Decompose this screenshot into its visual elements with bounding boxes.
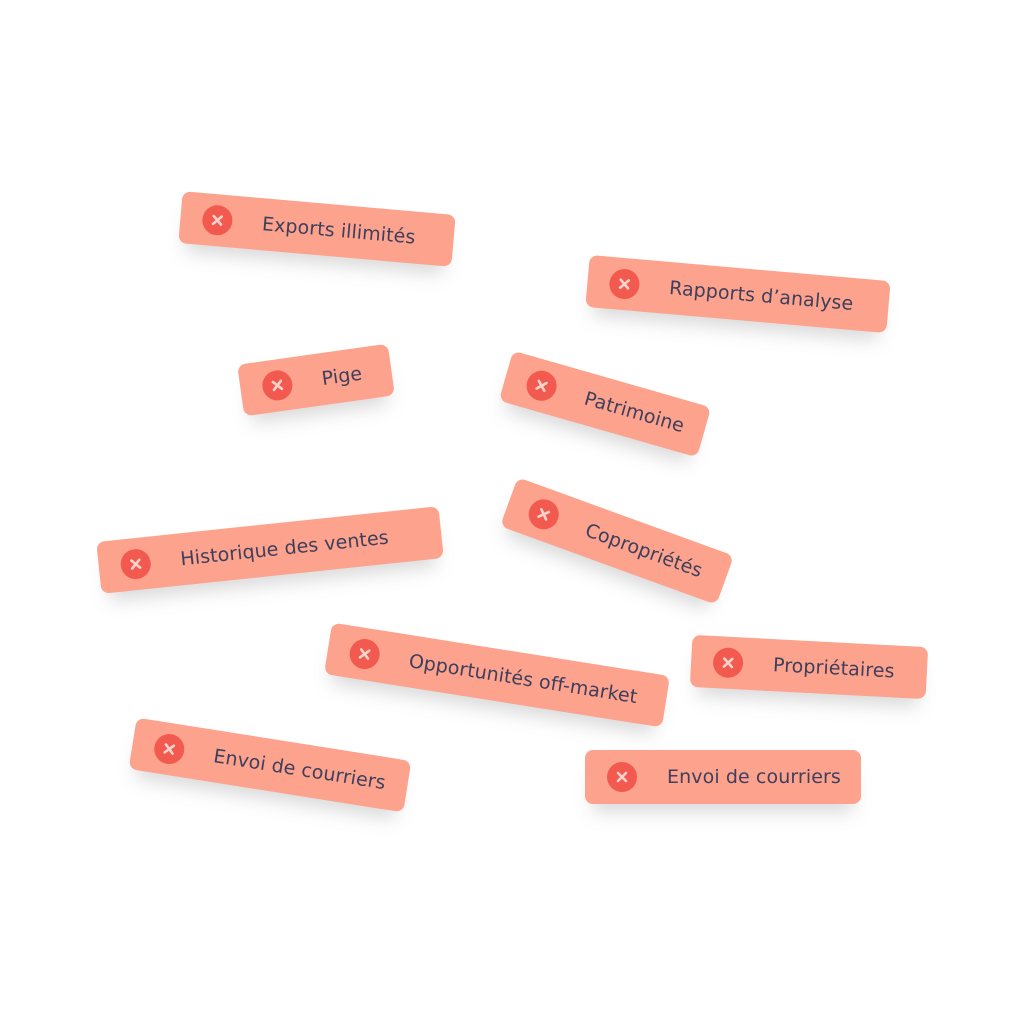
tag-pige[interactable]: Pige (237, 343, 395, 417)
tag-label: Propriétaires (772, 654, 896, 683)
close-circle-icon[interactable] (712, 646, 744, 679)
tag-proprietaires[interactable]: Propriétaires (689, 634, 929, 700)
tag-patrimoine[interactable]: Patrimoine (498, 350, 712, 458)
tag-label: Copropriétés (582, 519, 706, 583)
tag-envoi-courriers[interactable]: Envoi de courriers (585, 750, 861, 804)
tag-exports-illimites[interactable]: Exports illimités (178, 191, 456, 267)
tag-opportunites-off-market[interactable]: Opportunités off-market (324, 622, 670, 728)
tag-label: Exports illimités (261, 213, 417, 249)
close-circle-icon[interactable] (201, 204, 234, 237)
close-circle-icon[interactable] (119, 547, 153, 581)
close-circle-icon[interactable] (260, 368, 295, 403)
tag-label: Envoi de courriers (211, 745, 388, 795)
tag-label: Envoi de courriers (667, 766, 841, 788)
tag-historique-ventes[interactable]: Historique des ventes (96, 506, 444, 594)
tag-label: Patrimoine (581, 387, 687, 438)
tag-coproprietes[interactable]: Copropriétés (500, 477, 734, 605)
close-circle-icon[interactable] (152, 731, 187, 767)
tag-envoi-courriers[interactable]: Envoi de courriers (128, 717, 412, 813)
tag-rapports-analyse[interactable]: Rapports d’analyse (585, 254, 891, 334)
close-circle-icon[interactable] (347, 636, 382, 672)
tag-label: Opportunités off-market (407, 650, 639, 709)
close-circle-icon[interactable] (523, 367, 561, 405)
tag-label: Historique des ventes (179, 526, 390, 571)
close-circle-icon[interactable] (524, 495, 563, 534)
tag-label: Rapports d’analyse (668, 277, 855, 316)
close-circle-icon[interactable] (607, 762, 637, 792)
tag-label: Pige (320, 362, 364, 391)
close-circle-icon[interactable] (608, 267, 641, 301)
